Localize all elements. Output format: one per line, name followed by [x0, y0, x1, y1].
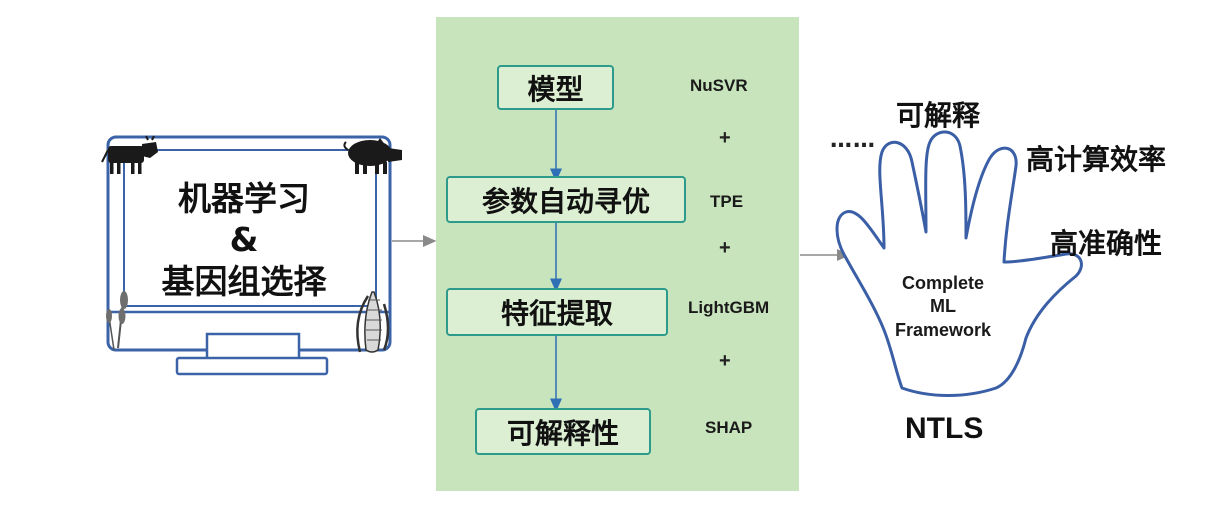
plus-sign-2: + [719, 237, 731, 259]
method-shap: SHAP [705, 418, 753, 437]
step-hyperparameter-optimization: 参数自动寻优 [446, 176, 686, 223]
hand-line-1: Complete [901, 273, 984, 293]
method-nusvr: NuSVR [690, 76, 748, 95]
monitor-line-1: 机器学习 [178, 179, 310, 218]
corn-icon [356, 291, 390, 353]
attribute-computational-efficiency: 高计算效率 [1026, 143, 1167, 176]
ellipsis: …… [830, 128, 876, 153]
monitor-title: 机器学习 & 基因组选择 [114, 178, 374, 302]
attribute-accuracy: 高准确性 [1050, 227, 1163, 260]
method-lightgbm: LightGBM [688, 298, 770, 317]
monitor-illustration [106, 135, 392, 376]
hand-line-2: ML [930, 296, 956, 317]
hand-line-3: Framework [894, 319, 992, 340]
monitor-line-2: & [229, 220, 259, 260]
framework-name: NTLS [905, 412, 984, 445]
step-feature-extraction: 特征提取 [446, 288, 668, 336]
method-tpe: TPE [710, 192, 744, 211]
cow-icon [101, 135, 158, 174]
wheat-icon [106, 291, 128, 351]
plus-sign-1: + [719, 127, 731, 149]
hand-outline [835, 130, 1083, 397]
pig-icon [343, 138, 402, 174]
monitor-line-3: 基因组选择 [161, 261, 327, 301]
hand-label: Complete ML Framework [878, 272, 1008, 342]
step-model: 模型 [497, 65, 614, 110]
attribute-interpretable: 可解释 [896, 99, 981, 132]
step-interpretability: 可解释性 [475, 408, 651, 455]
plus-sign-3: + [719, 350, 731, 372]
